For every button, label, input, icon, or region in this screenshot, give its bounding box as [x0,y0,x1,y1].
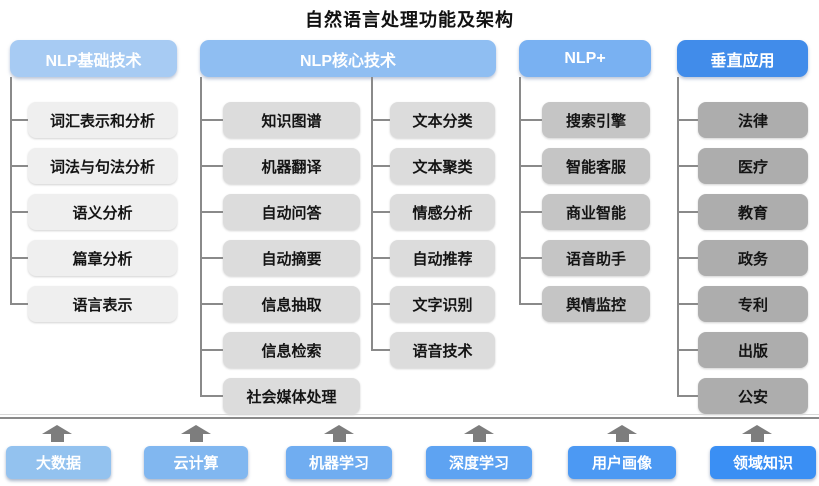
item-box: 文本聚类 [371,148,495,184]
foundation-box-deep-learning: 深度学习 [426,446,532,479]
column-header-nlp-plus: NLP+ [519,40,651,77]
item-box: 信息检索 [200,332,360,368]
column-nlp-plus-items: 搜索引擎 智能客服 商业智能 语音助手 舆情监控 [519,102,650,322]
up-arrow-icon [464,425,494,442]
up-arrow-icon [324,425,354,442]
separator-line-light [0,414,819,415]
item-box: 智能客服 [519,148,650,184]
foundation-box-cloud-computing: 云计算 [144,446,248,479]
up-arrow-icon [742,425,772,442]
item-box: 文本分类 [371,102,495,138]
item-box: 出版 [677,332,808,368]
connector-line-nlp-plus [519,77,521,304]
item-box: 教育 [677,194,808,230]
item-box: 公安 [677,378,808,414]
up-arrow-icon [607,425,637,442]
item-box: 专利 [677,286,808,322]
item-box: 自动摘要 [200,240,360,276]
item-box: 搜索引擎 [519,102,650,138]
item-box: 医疗 [677,148,808,184]
item-box: 政务 [677,240,808,276]
item-box: 商业智能 [519,194,650,230]
column-header-nlp-basic: NLP基础技术 [10,40,177,77]
item-box: 语义分析 [10,194,177,230]
column-nlp-basic-items: 词汇表示和分析 词法与句法分析 语义分析 篇章分析 语言表示 [10,102,177,322]
item-box: 词法与句法分析 [10,148,177,184]
separator-line-dark [0,417,819,419]
foundation-box-domain-knowledge: 领域知识 [710,446,816,479]
foundation-box-machine-learning: 机器学习 [286,446,392,479]
item-box: 机器翻译 [200,148,360,184]
column-header-vertical-apps: 垂直应用 [677,40,808,77]
item-box: 情感分析 [371,194,495,230]
diagram-title: 自然语言处理功能及架构 [305,10,514,30]
foundation-box-user-profile: 用户画像 [568,446,676,479]
column-vertical-apps-items: 法律 医疗 教育 政务 专利 出版 公安 [677,102,808,414]
item-box: 语言表示 [10,286,177,322]
item-box: 自动推荐 [371,240,495,276]
up-arrow-icon [42,425,72,442]
column-nlp-core-left-items: 知识图谱 机器翻译 自动问答 自动摘要 信息抽取 信息检索 社会媒体处理 [200,102,360,414]
connector-line-core-middle [371,77,373,350]
column-nlp-core-right-items: 文本分类 文本聚类 情感分析 自动推荐 文字识别 语音技术 [371,102,495,368]
item-box: 篇章分析 [10,240,177,276]
connector-line-core-left [200,77,202,396]
item-box: 社会媒体处理 [200,378,360,414]
foundation-box-big-data: 大数据 [6,446,111,479]
item-box: 文字识别 [371,286,495,322]
column-header-nlp-core: NLP核心技术 [200,40,496,77]
item-box: 信息抽取 [200,286,360,322]
item-box: 语音技术 [371,332,495,368]
item-box: 知识图谱 [200,102,360,138]
connector-line-basic [10,77,12,304]
item-box: 舆情监控 [519,286,650,322]
item-box: 法律 [677,102,808,138]
connector-line-vertical [677,77,679,396]
item-box: 词汇表示和分析 [10,102,177,138]
item-box: 语音助手 [519,240,650,276]
up-arrow-icon [181,425,211,442]
item-box: 自动问答 [200,194,360,230]
